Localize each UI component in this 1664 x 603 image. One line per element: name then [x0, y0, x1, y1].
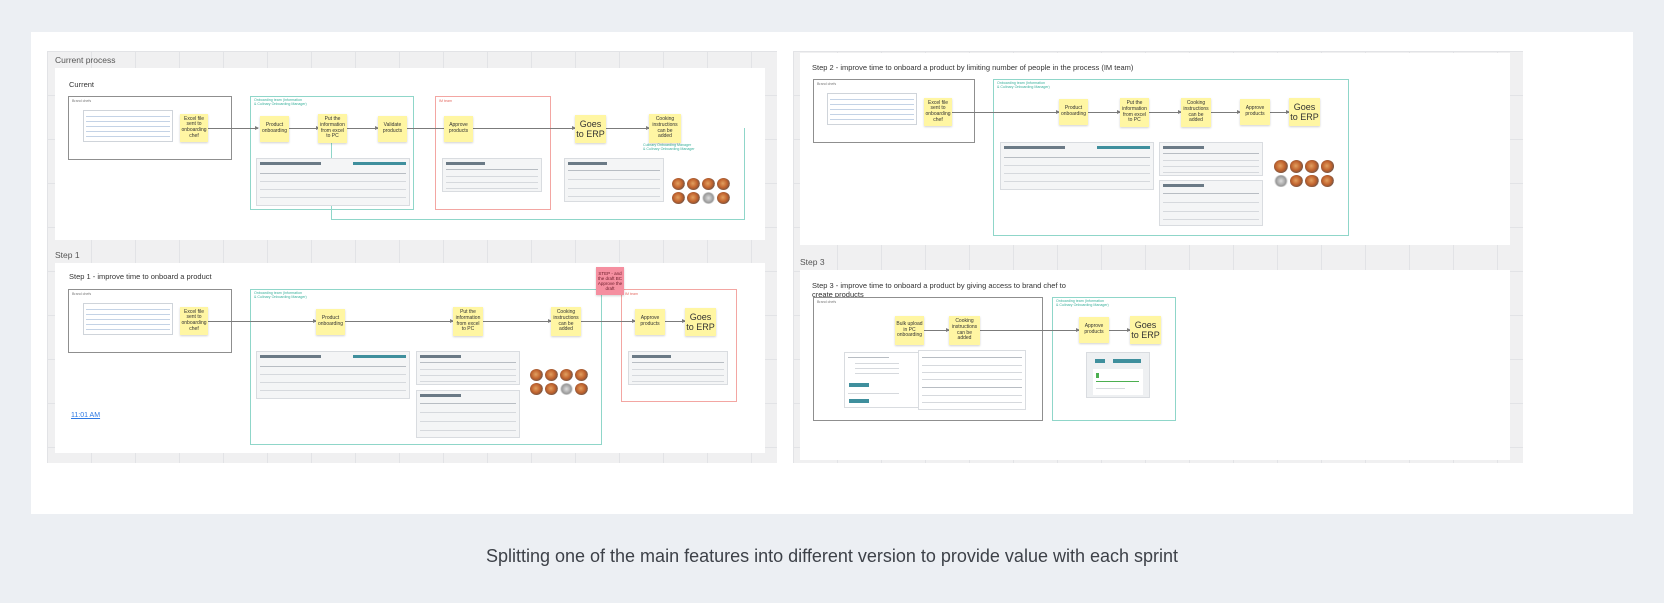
current-food-photos: [672, 178, 730, 204]
step3-upload-screenshot: [844, 352, 920, 408]
current-brand-label: Brand chefs: [72, 99, 91, 103]
current-arrow-5: [473, 128, 575, 129]
step1-time-link[interactable]: 11:01 AM: [71, 412, 100, 419]
current-pc-screenshot: [256, 158, 410, 206]
step2-arrow-1: [952, 112, 1059, 113]
step2-title: Step 2 - improve time to onboard a produ…: [812, 63, 1133, 72]
current-note-approve: Approve products: [444, 116, 473, 142]
step3-list-screenshot: [918, 350, 1026, 410]
current-note-put-info: Put the information from excel to PC: [318, 114, 347, 143]
step2-note-excel: Excel file sent to onboarding chef: [924, 98, 952, 126]
step2-cooking-screenshot: [1159, 180, 1263, 226]
step1-onboarding-team-label: Onboarding team (Information & Culinary …: [254, 291, 307, 299]
step1-arrow-5: [665, 321, 685, 322]
step3-approve-screenshot: [1086, 352, 1150, 398]
step3-onboarding-team-label: Onboarding team (Information & Culinary …: [1056, 299, 1109, 307]
current-arrow-1: [207, 128, 258, 129]
step3-section-label: Step 3: [800, 257, 825, 267]
step2-excel-sheet: [827, 93, 917, 125]
step2-note-put-info: Put the information from excel to PC: [1120, 98, 1149, 127]
step2-food-photos: [1274, 160, 1334, 187]
current-section-label: Current process: [55, 55, 115, 65]
step3-note-bulk-upload: Bulk upload in PC onboarding: [895, 316, 924, 345]
current-title: Current: [69, 80, 94, 89]
step1-info-screenshot: [416, 351, 520, 385]
current-note-goes-to-erp: Goes to ERP: [575, 115, 606, 143]
current-note-product-onboarding: Product onboarding: [260, 116, 289, 142]
step1-note-excel: Excel file sent to onboarding chef: [180, 307, 208, 335]
current-cooking-screenshot: [564, 158, 664, 202]
step1-note-approve: Approve products: [635, 309, 665, 335]
current-erp-label: IM team: [439, 99, 452, 103]
step3-brand-label: Brand chefs: [817, 300, 836, 304]
current-note-cooking: Cooking instructions can be added: [649, 114, 681, 143]
step2-pc-screenshot: [1000, 142, 1154, 190]
step1-section-label: Step 1: [55, 250, 80, 260]
step2-note-goes-to-erp: Goes to ERP: [1289, 98, 1320, 126]
step2-arrow-2: [1088, 112, 1120, 113]
step2-note-approve: Approve products: [1240, 99, 1270, 125]
step2-onboarding-team-label: Onboarding team (Information & Culinary …: [997, 81, 1050, 89]
step2-info-screenshot: [1159, 142, 1263, 176]
step1-erp-label: IM team: [625, 292, 638, 296]
step1-erp-screenshot: [628, 351, 728, 385]
step1-pc-screenshot: [256, 351, 410, 399]
step3-note-goes-to-erp: Goes to ERP: [1130, 316, 1161, 344]
current-arrow-6: [606, 128, 649, 129]
step1-arrow-4: [581, 321, 635, 322]
current-note-excel: Excel file sent to onboarding chef: [180, 114, 208, 142]
current-note-validate: Validate products: [378, 116, 407, 142]
step2-arrow-4: [1211, 112, 1240, 113]
step1-arrow-3: [483, 321, 551, 322]
step3-note-cooking: Cooking instructions can be added: [949, 316, 980, 345]
step2-brand-label: Brand chefs: [817, 82, 836, 86]
step2-note-cooking: Cooking instructions can be added: [1181, 98, 1211, 127]
step1-food-photos: [530, 369, 588, 395]
step3-arrow-2: [980, 330, 1079, 331]
step1-note-cooking: Cooking instructions can be added: [551, 307, 581, 336]
step2-arrow-3: [1149, 112, 1181, 113]
step3-arrow-3: [1109, 330, 1130, 331]
board-card: Current process Current Brand chefs Onbo…: [31, 32, 1633, 514]
step3-arrow-1: [924, 330, 949, 331]
step1-cooking-screenshot: [416, 390, 520, 438]
step2-note-product-onboarding: Product onboarding: [1059, 99, 1088, 125]
step1-brand-label: Brand chefs: [72, 292, 91, 296]
step2-arrow-5: [1270, 112, 1289, 113]
step1-note-alert: STEP - and the draft BC Approve the draf…: [596, 267, 624, 295]
step1-note-put-info: Put the information from excel to PC: [453, 307, 483, 336]
current-arrow-2: [289, 128, 319, 129]
step1-note-goes-to-erp: Goes to ERP: [685, 308, 716, 336]
step3-note-approve: Approve products: [1079, 317, 1109, 343]
step1-erp-box: [621, 289, 737, 402]
current-arrow-3: [347, 128, 378, 129]
step1-arrow-1: [207, 321, 316, 322]
step1-title: Step 1 - improve time to onboard a produ…: [69, 272, 212, 281]
step1-arrow-2: [345, 321, 453, 322]
current-excel-sheet: [83, 110, 173, 142]
current-erp-screenshot: [442, 158, 542, 192]
step1-note-product-onboarding: Product onboarding: [316, 309, 345, 335]
caption: Splitting one of the main features into …: [0, 546, 1664, 567]
step1-excel-sheet: [83, 303, 173, 335]
current-onboarding-team-label: Onboarding team (Information & Culinary …: [254, 98, 307, 106]
